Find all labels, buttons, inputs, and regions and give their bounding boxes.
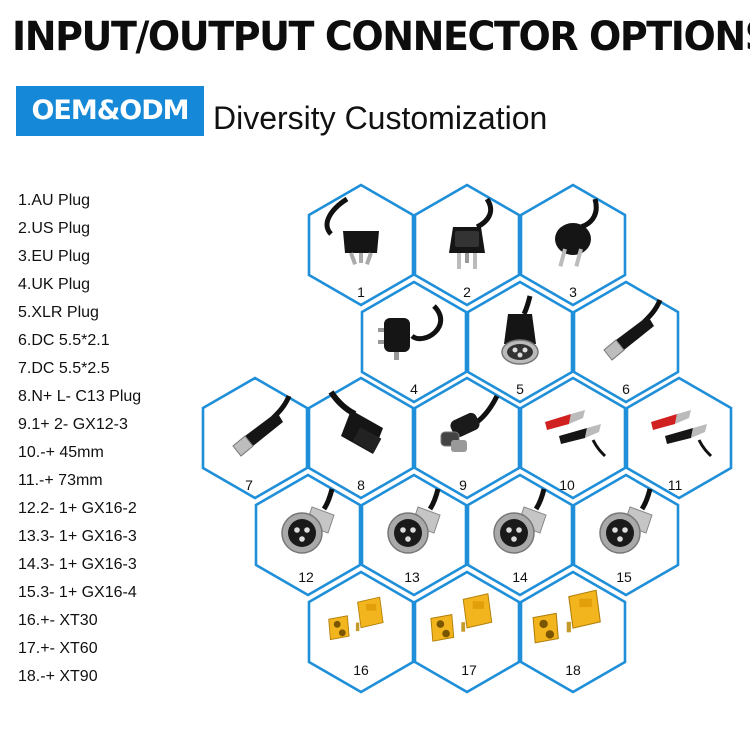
connector-tile-number: 14 — [512, 569, 528, 585]
alligator-clips-icon — [545, 410, 607, 458]
list-item: 13.3- 1+ GX16-3 — [18, 528, 137, 545]
connector-tile-hexagon — [307, 570, 415, 694]
page-subtitle: Diversity Customization — [213, 100, 548, 136]
page-title: INPUT/OUTPUT CONNECTOR OPTIONS — [12, 14, 750, 60]
gx16-connector-icon — [387, 488, 441, 554]
gx16-connector-icon — [599, 488, 653, 554]
list-item: 6.DC 5.5*2.1 — [18, 332, 110, 349]
dc-barrel-plug-icon — [232, 395, 292, 457]
uk-plug-icon — [378, 304, 444, 360]
us-plug-icon — [449, 197, 494, 269]
connector-tile-hexagon — [413, 570, 521, 694]
list-item: 14.3- 1+ GX16-3 — [18, 556, 137, 573]
list-item: 8.N+ L- C13 Plug — [18, 388, 142, 405]
gx16-connector-icon — [281, 488, 335, 554]
connector-tile-number: 3 — [569, 284, 577, 300]
connector-tile-number: 15 — [616, 569, 632, 585]
xt30-connector-icon — [328, 596, 384, 641]
connector-tile-number: 8 — [357, 477, 365, 493]
dc-barrel-plug-icon — [603, 299, 663, 361]
list-item: 3.EU Plug — [18, 248, 91, 265]
au-plug-icon — [324, 196, 379, 265]
connector-tile-number: 4 — [410, 381, 418, 397]
list-item: 4.UK Plug — [18, 276, 91, 293]
xlr-plug-icon — [501, 295, 539, 365]
connector-tile-number: 6 — [622, 381, 630, 397]
list-item: 11.-+ 73mm — [18, 472, 103, 489]
connector-tile-number: 12 — [298, 569, 314, 585]
connector-tile-hexagon — [413, 376, 521, 500]
connector-tile-number: 1 — [357, 284, 365, 300]
c13-plug-icon — [328, 390, 383, 454]
oem-odm-badge: OEM&ODM — [16, 86, 204, 136]
list-item: 10.-+ 45mm — [18, 444, 104, 461]
xt60-connector-icon — [430, 593, 493, 642]
connector-tile-number: 13 — [404, 569, 420, 585]
eu-plug-icon — [555, 198, 599, 267]
list-item: 2.US Plug — [18, 220, 91, 237]
connector-tile-number: 17 — [461, 662, 477, 678]
connector-tile-number: 16 — [353, 662, 369, 678]
list-item: 5.XLR Plug — [18, 304, 99, 321]
list-item: 7.DC 5.5*2.5 — [18, 360, 110, 377]
connector-tile-hexagon — [519, 570, 627, 694]
connector-tile-number: 5 — [516, 381, 524, 397]
list-item: 1.AU Plug — [18, 192, 91, 209]
list-item: 12.2- 1+ GX16-2 — [18, 500, 137, 517]
xt90-connector-icon — [532, 589, 601, 644]
connector-option-list: 1.AU Plug 2.US Plug 3.EU Plug 4.UK Plug … — [18, 187, 141, 691]
connector-tile-number: 11 — [668, 477, 683, 493]
list-item: 18.-+ XT90 — [18, 668, 98, 685]
list-item: 17.+- XT60 — [18, 640, 98, 657]
list-item: 16.+- XT30 — [18, 612, 98, 629]
connector-tile-number: 7 — [245, 477, 253, 493]
gx12-connector-icon — [440, 394, 500, 452]
connector-tile-number: 18 — [565, 662, 581, 678]
list-item: 9.1+ 2- GX12-3 — [18, 416, 128, 433]
alligator-clips-icon — [651, 410, 713, 458]
list-item: 15.3- 1+ GX16-4 — [18, 584, 137, 601]
connector-tile-number: 2 — [463, 284, 471, 300]
gx16-connector-icon — [493, 488, 547, 554]
connector-tile-number: 10 — [559, 477, 575, 493]
connector-tile-number: 9 — [459, 477, 467, 493]
